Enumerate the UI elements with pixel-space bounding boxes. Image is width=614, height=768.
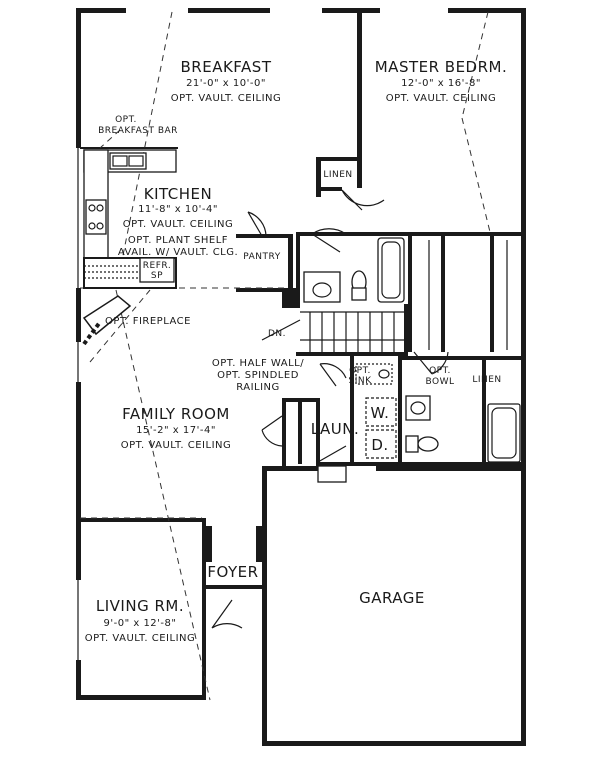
living-name: LIVING RM. <box>96 597 184 615</box>
washer-dryer <box>365 397 397 459</box>
master-bath-fixtures <box>303 237 405 303</box>
kitchen-dims: 11'-8" x 10'-4" <box>138 204 218 215</box>
master-name: MASTER BEDRM. <box>375 58 508 76</box>
bowl-opt: OPT. <box>429 366 451 376</box>
range <box>85 199 107 235</box>
master-note: OPT. VAULT. CEILING <box>386 93 497 104</box>
plant-shelf-1: OPT. PLANT SHELF <box>128 235 228 246</box>
exterior-walls <box>76 8 526 746</box>
half-wall-2: OPT. SPINDLED <box>217 370 299 381</box>
bath2-fixtures <box>355 363 521 463</box>
dn-label: DN. <box>268 329 286 339</box>
fireplace <box>82 295 132 346</box>
doors <box>211 189 449 629</box>
half-wall-1: OPT. HALF WALL/ <box>212 358 304 369</box>
master-dims: 12'-0" x 16'-8" <box>401 78 481 89</box>
half-wall-3: RAILING <box>236 382 280 393</box>
fireplace-label: OPT. FIREPLACE <box>105 316 191 327</box>
breakfast-bar-label: BREAKFAST BAR <box>98 126 178 136</box>
breakfast-dims: 21'-0" x 10'-0" <box>186 78 266 89</box>
kitchen-sink <box>109 152 147 170</box>
laun-label: LAUN. <box>311 420 359 438</box>
sp-label: SP <box>151 271 163 281</box>
stairs <box>261 311 404 352</box>
family-note: OPT. VAULT. CEILING <box>121 440 232 451</box>
foyer-name: FOYER <box>207 563 258 581</box>
kitchen-note: OPT. VAULT. CEILING <box>123 219 234 230</box>
pantry-label: PANTRY <box>243 252 280 262</box>
breakfast-name: BREAKFAST <box>181 58 272 76</box>
living-note: OPT. VAULT. CEILING <box>85 633 196 644</box>
bowl-label: BOWL <box>425 377 454 387</box>
washer-label: W. <box>371 404 390 422</box>
breakfast-note: OPT. VAULT. CEILING <box>171 93 282 104</box>
kitchen-name: KITCHEN <box>144 185 213 203</box>
living-dims: 9'-0" x 12'-8" <box>103 618 176 629</box>
plant-shelf-2: AVAIL. W/ VAULT. CLG. <box>118 247 238 258</box>
family-dims: 15'-2" x 17'-4" <box>136 425 216 436</box>
linen2-label: LINEN <box>472 375 501 385</box>
garage-name: GARAGE <box>359 589 425 607</box>
refr-label: REFR. <box>143 261 171 271</box>
plant-shelf <box>83 257 177 289</box>
sink-opt: OPT. <box>349 366 371 376</box>
dryer-label: D. <box>371 436 388 454</box>
labels: BREAKFAST 21'-0" x 10'-0" OPT. VAULT. CE… <box>85 58 508 644</box>
breakfast-bar-opt: OPT. <box>115 115 137 125</box>
sink-label: SINK <box>348 376 372 386</box>
linen-label: LINEN <box>323 170 352 180</box>
family-name: FAMILY ROOM <box>122 405 230 423</box>
